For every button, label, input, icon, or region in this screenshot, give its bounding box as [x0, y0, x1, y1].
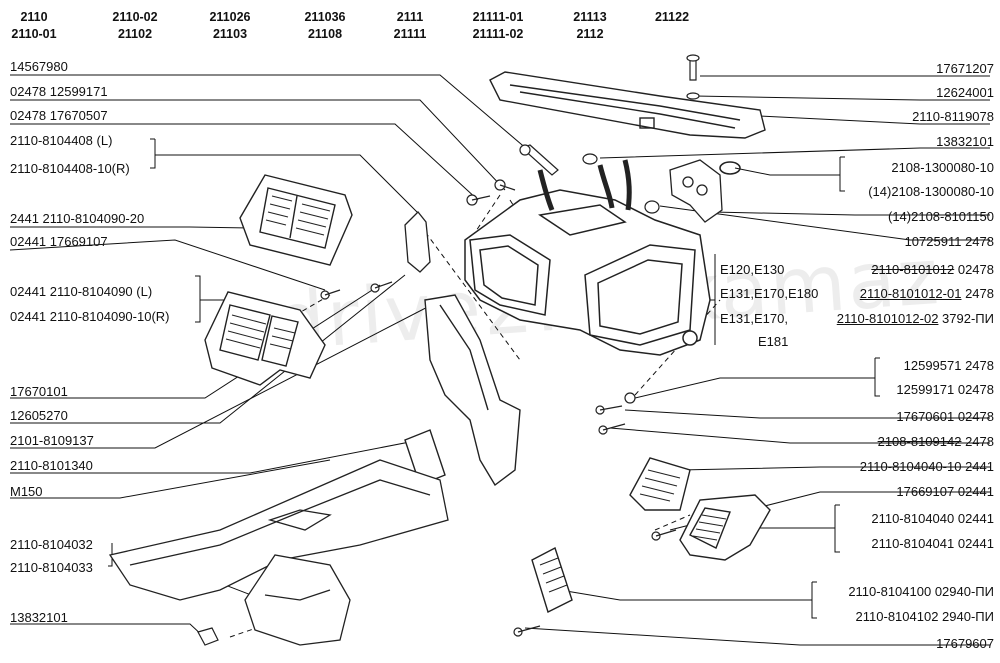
- variant-suffix: 3792-ПИ: [938, 311, 994, 326]
- clamp-icon: [719, 161, 741, 175]
- vent-grille-drawing: [204, 291, 326, 386]
- screw-icon: [370, 281, 393, 293]
- model-code: 2112: [576, 27, 604, 41]
- part-label: 2110-8104041 02441: [871, 536, 994, 551]
- screw-icon: [494, 179, 516, 191]
- part-label: 2110-8101340: [10, 458, 93, 473]
- variant-row: 2110-8101012 02478: [871, 262, 994, 277]
- part-label: 02478 17670507: [10, 108, 108, 123]
- vent-grille-drawing: [629, 457, 691, 511]
- screw-icon: [595, 405, 623, 415]
- part-label: 2101-8109137: [10, 433, 94, 448]
- nut-icon: [582, 153, 598, 165]
- part-label: 2110-8104032: [10, 537, 93, 552]
- model-code: 21122: [654, 10, 690, 24]
- part-label: 17679607: [936, 636, 994, 651]
- model-code: 21102: [117, 27, 153, 41]
- part-label: 13832101: [936, 134, 994, 149]
- model-code: 2110-02: [112, 10, 158, 24]
- screw-icon: [624, 392, 636, 404]
- heater-housing-drawing: [464, 159, 711, 356]
- vent-grille-drawing: [531, 546, 573, 613]
- variant-engines: E131,E170,: [720, 311, 788, 326]
- floor-duct-drawing: [108, 459, 449, 601]
- variant-part: 2110-8101012-01: [859, 286, 962, 301]
- variant-engines: E181: [758, 334, 789, 349]
- part-label: 17670601 02478: [896, 409, 994, 424]
- part-label: 02441 2110-8104090-10(R): [10, 309, 170, 324]
- washer-icon: [686, 92, 700, 100]
- vent-grille-drawing: [679, 494, 771, 561]
- leader-lines: [9, 74, 990, 646]
- part-label: 2108-8109142 2478: [878, 434, 994, 449]
- part-label: 02478 12599171: [10, 84, 108, 99]
- vent-grille-drawing: [239, 174, 353, 266]
- part-label: M150: [10, 484, 43, 499]
- nut-icon: [197, 627, 219, 646]
- duct-cover-drawing: [244, 554, 351, 646]
- model-code: 2111: [396, 10, 424, 24]
- air-duct-drawing: [404, 294, 521, 487]
- part-label: 02441 17669107: [10, 234, 108, 249]
- part-label: 12605270: [10, 408, 68, 423]
- part-label: (14)2108-1300080-10: [868, 184, 994, 199]
- part-label: 2110-8104102 2940-ПИ: [855, 609, 994, 624]
- valve-bracket-drawing: [669, 159, 723, 223]
- part-label: 12599171 02478: [896, 382, 994, 397]
- part-label: 2110-8119078: [912, 109, 994, 124]
- screw-icon: [686, 54, 700, 81]
- part-label: 14567980: [10, 59, 68, 74]
- variant-engines: E120,E130: [720, 262, 785, 277]
- model-code: 21111-02: [472, 27, 524, 41]
- variant-suffix: 02478: [954, 262, 994, 277]
- top-air-rail-drawing: [489, 71, 766, 139]
- part-label: 10725911 2478: [904, 234, 994, 249]
- variant-engines: E131,E170,E180: [720, 286, 819, 301]
- variant-suffix: 2478: [961, 286, 994, 301]
- nut-icon: [644, 200, 660, 214]
- model-code: 21108: [307, 27, 343, 41]
- screw-icon: [466, 194, 491, 206]
- part-label: 2108-1300080-10: [891, 160, 994, 175]
- part-label: 2110-8104040-10 2441: [859, 459, 994, 474]
- part-label: 17670101: [10, 384, 68, 399]
- part-label: 2110-8104033: [10, 560, 93, 575]
- part-label: 2110-8104040 02441: [871, 511, 994, 526]
- model-code: 211036: [304, 10, 346, 24]
- screw-icon: [320, 289, 341, 300]
- superseded-suffix: 2478: [961, 434, 994, 449]
- model-code: 211026: [209, 10, 251, 24]
- part-label: 12599571 2478: [903, 358, 994, 373]
- part-label: 2110-8104408 (L): [10, 133, 113, 148]
- variant-part: 2110-8101012: [871, 262, 955, 277]
- part-label: 17671207: [936, 61, 994, 76]
- screw-icon: [519, 144, 559, 176]
- model-code: 21111: [393, 27, 427, 41]
- screw-icon: [513, 625, 541, 637]
- part-label: 2441 2110-8104090-20: [10, 211, 145, 226]
- model-code: 2110-01: [11, 27, 57, 41]
- superseded-part: 2108-8109142: [877, 434, 962, 449]
- deflector-bracket-drawing: [404, 211, 431, 273]
- part-label: 12624001: [936, 85, 994, 100]
- part-label: 17669107 02441: [896, 484, 994, 499]
- fasteners-drawing: [197, 54, 700, 646]
- model-code: 2110: [20, 10, 48, 24]
- model-code: 21103: [212, 27, 248, 41]
- part-label: (14)2108-8101150: [887, 209, 994, 224]
- model-code: 21113: [573, 10, 607, 24]
- variant-row: 2110-8101012-01 2478: [860, 286, 994, 301]
- model-code: 21111-01: [472, 10, 524, 24]
- variant-row: 2110-8101012-02 3792-ПИ: [837, 311, 994, 326]
- part-label: 13832101: [10, 610, 68, 625]
- screw-icon: [598, 423, 626, 435]
- part-label: 02441 2110-8104090 (L): [10, 284, 153, 299]
- screw-icon: [651, 529, 677, 541]
- variant-part: 2110-8101012-02: [836, 311, 939, 326]
- part-label: 2110-8104408-10(R): [10, 161, 130, 176]
- part-label: 2110-8104100 02940-ПИ: [848, 584, 994, 599]
